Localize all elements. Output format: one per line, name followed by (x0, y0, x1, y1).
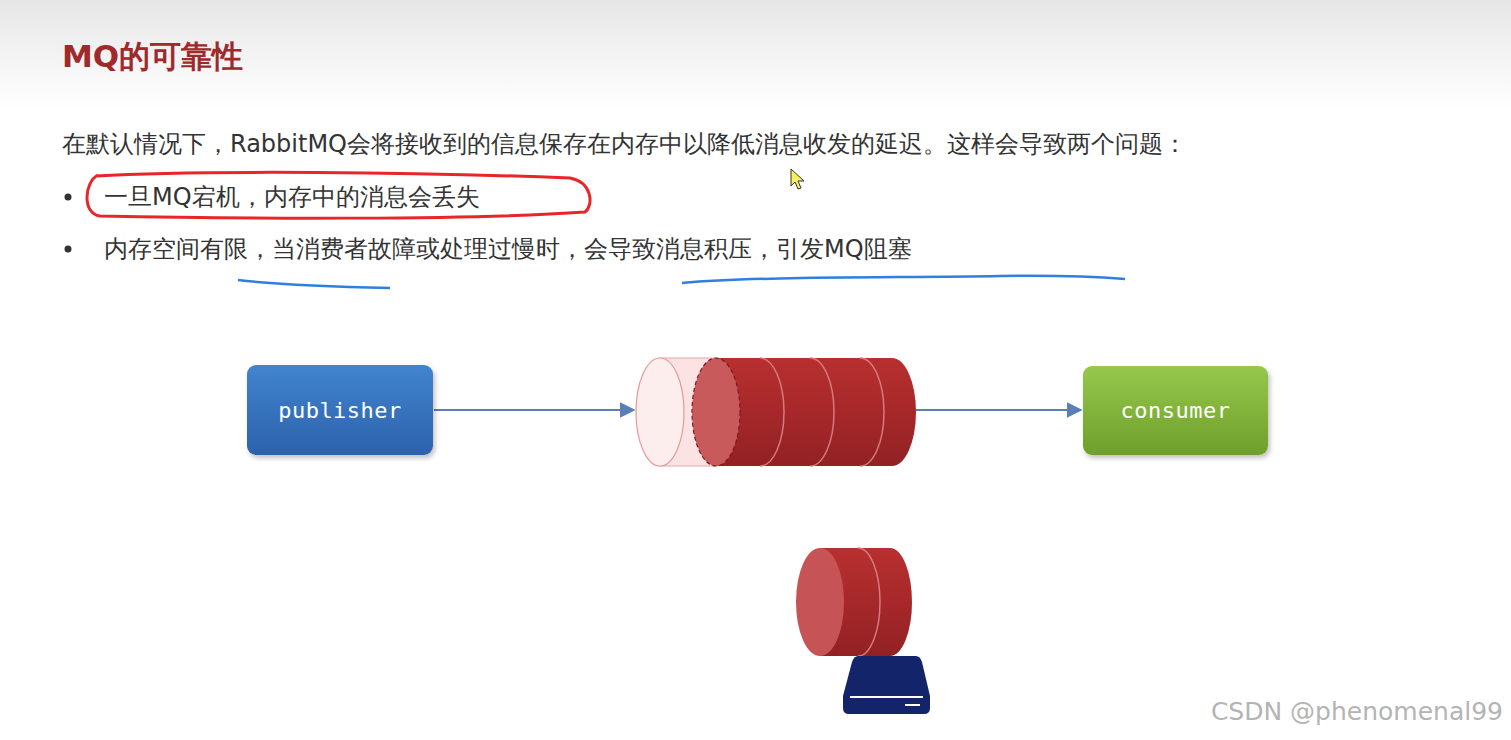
slide-title: MQ的可靠性 (62, 36, 243, 78)
bullet (65, 194, 72, 201)
producer-box: publisher (247, 365, 433, 455)
underline (238, 280, 390, 288)
mouse-cursor (791, 169, 804, 189)
persisted-cylinder (796, 548, 912, 656)
box-label: consumer (1121, 398, 1231, 423)
watermark: CSDN @phenomenal99 (1211, 697, 1503, 726)
disk-icon (843, 656, 930, 714)
consumer-box: consumer (1083, 366, 1268, 455)
intro-text: 在默认情况下，RabbitMQ会将接收到的信息保存在内存中以降低消息收发的延迟。… (62, 128, 1187, 160)
underline (682, 276, 1125, 283)
bullet-text: 内存空间有限，当消费者故障或处理过慢时，会导致消息积压，引发MQ阻塞 (104, 233, 912, 265)
flow-arrow (434, 409, 634, 411)
box-label: publisher (278, 398, 402, 423)
bullet-text: 一旦MQ宕机，内存中的消息会丢失 (104, 181, 480, 213)
bullet (65, 246, 72, 253)
flow-arrow (916, 409, 1081, 411)
queue-cylinder (636, 358, 916, 466)
highlight-ring (87, 172, 590, 218)
